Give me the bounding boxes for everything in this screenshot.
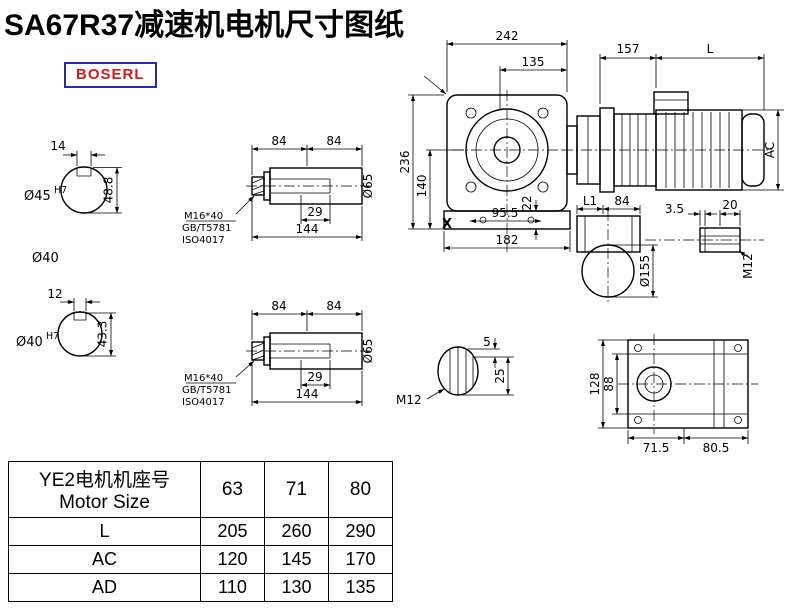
label-standard2-top: ISO4017: [182, 235, 225, 246]
dim-motor-front-length: 157: [617, 42, 640, 56]
L-71: 260: [264, 517, 329, 546]
bushing-detail-bottom-view: 84 84 M16*40 GB/T5781 ISO4017 29 144 Ø65: [182, 299, 375, 408]
AC-71: 145: [264, 545, 329, 574]
page-title: SA67R37减速机电机尺寸图纸: [4, 9, 405, 42]
label-bolt-spec-bottom: M16*40: [184, 373, 223, 384]
dim-bushing-dia-bottom: Ø65: [361, 339, 375, 364]
dim-center-height: 140: [415, 175, 429, 198]
dim-plug-25: 25: [493, 368, 507, 383]
label-outer-dia: Ø40: [32, 251, 59, 266]
dim-total-length-top: 144: [296, 222, 319, 236]
gearbox-front-view: 242 135 236 140 22 95.5 182 X: [398, 29, 571, 252]
dim-base-width: 182: [496, 233, 519, 247]
bushing-detail-top-view: 84 84 M16*40 GB/T5781 ISO4017 29 144 Ø65: [182, 134, 375, 246]
dim-foot-height: 22: [520, 195, 534, 210]
table-header-cell: YE2电机机座号 Motor Size: [8, 461, 201, 518]
AD-80: 135: [328, 573, 393, 602]
label-bolt-spec-top: M16*40: [184, 211, 223, 222]
dim-bushing-seg2-top: 84: [326, 134, 341, 148]
dim-plate-thickness: 3.5: [665, 202, 684, 216]
dim-bushing-seg2-bottom: 84: [326, 299, 341, 313]
dim-plug-5: 5: [483, 335, 491, 349]
label-standard1-bottom: GB/T5781: [182, 385, 232, 396]
table-header-cn: YE2电机机座号: [39, 470, 170, 491]
table-header-en: Motor Size: [59, 492, 150, 513]
label-standard2-bottom: ISO4017: [182, 397, 225, 408]
label-bore-tol-bottom: H7: [46, 331, 59, 342]
L-80: 290: [328, 517, 393, 546]
gear-unit-side-view: L1 84 Ø155 3.5 20 M12: [576, 194, 764, 305]
label-m12-plug: M12: [396, 393, 422, 407]
dim-motor-body-length: L: [707, 42, 714, 56]
motor-side-view: 157 L AC: [562, 42, 784, 193]
dim-bottom-80-5: 80.5: [703, 441, 730, 455]
L-63: 205: [200, 517, 265, 546]
dim-thread-depth-bottom: 29: [307, 370, 322, 384]
dim-flange-width: 135: [522, 55, 545, 69]
label-standard1-top: GB/T5781: [182, 223, 232, 234]
AC-63: 120: [200, 545, 265, 574]
dim-bushing-seg1-bottom: 84: [271, 299, 286, 313]
dim-overall-height: 236: [398, 151, 412, 174]
size-63: 63: [200, 461, 265, 518]
dim-20: 20: [722, 198, 737, 212]
label-bore-bottom: Ø40: [16, 335, 43, 350]
dim-bottom-88: 88: [602, 376, 616, 391]
brand-logo: BOSERL: [64, 62, 157, 88]
table-row-AC: AC 120 145 170: [8, 545, 393, 574]
dim-total-length-bottom: 144: [296, 387, 319, 401]
shaft-section-top-view: 14 Ø45 H7 48.8 Ø40: [24, 139, 122, 266]
row-label-L: L: [8, 517, 201, 546]
label-bore-tol-top: H7: [54, 185, 67, 196]
dim-thread-depth-top: 29: [307, 205, 322, 219]
dim-keyway-width-top: 14: [50, 139, 65, 153]
dim-bushing-seg1-top: 84: [271, 134, 286, 148]
label-m12-side: M12: [741, 253, 755, 279]
gearbox-bottom-view: 128 88 71.5 80.5: [588, 334, 758, 455]
dim-84-side: 84: [614, 194, 629, 208]
AD-63: 110: [200, 573, 265, 602]
row-label-AC: AC: [8, 545, 201, 574]
size-80: 80: [328, 461, 393, 518]
dim-hole-spacing: 95.5: [492, 206, 519, 220]
dim-keyway-width-bottom: 12: [47, 287, 62, 301]
dim-bushing-dia-top: Ø65: [361, 174, 375, 199]
plug-detail-view: 5 25 M12: [396, 335, 514, 407]
dim-bottom-71-5: 71.5: [643, 441, 670, 455]
dim-flange-dia: Ø155: [638, 255, 652, 287]
shaft-section-bottom-view: 12 Ø40 H7 43.3: [16, 287, 116, 357]
dim-motor-frame-dia: AC: [763, 142, 777, 158]
table-header-row: YE2电机机座号 Motor Size 63 71 80: [8, 461, 393, 518]
table-row-AD: AD 110 130 135: [8, 573, 393, 602]
label-x-mark: X: [442, 217, 452, 232]
AD-71: 130: [264, 573, 329, 602]
AC-80: 170: [328, 545, 393, 574]
dim-overall-width: 242: [496, 29, 519, 43]
dim-bottom-128: 128: [588, 373, 602, 396]
dim-shaft-height-bottom: 43.3: [96, 321, 110, 348]
size-71: 71: [264, 461, 329, 518]
table-row-L: L 205 260 290: [8, 517, 393, 546]
row-label-AD: AD: [8, 573, 201, 602]
dim-shaft-height-top: 48.8: [102, 177, 116, 204]
motor-size-table: YE2电机机座号 Motor Size 63 71 80 L 205 260 2…: [8, 461, 393, 602]
label-bore-top: Ø45: [24, 189, 51, 204]
dim-l1: L1: [583, 194, 597, 208]
